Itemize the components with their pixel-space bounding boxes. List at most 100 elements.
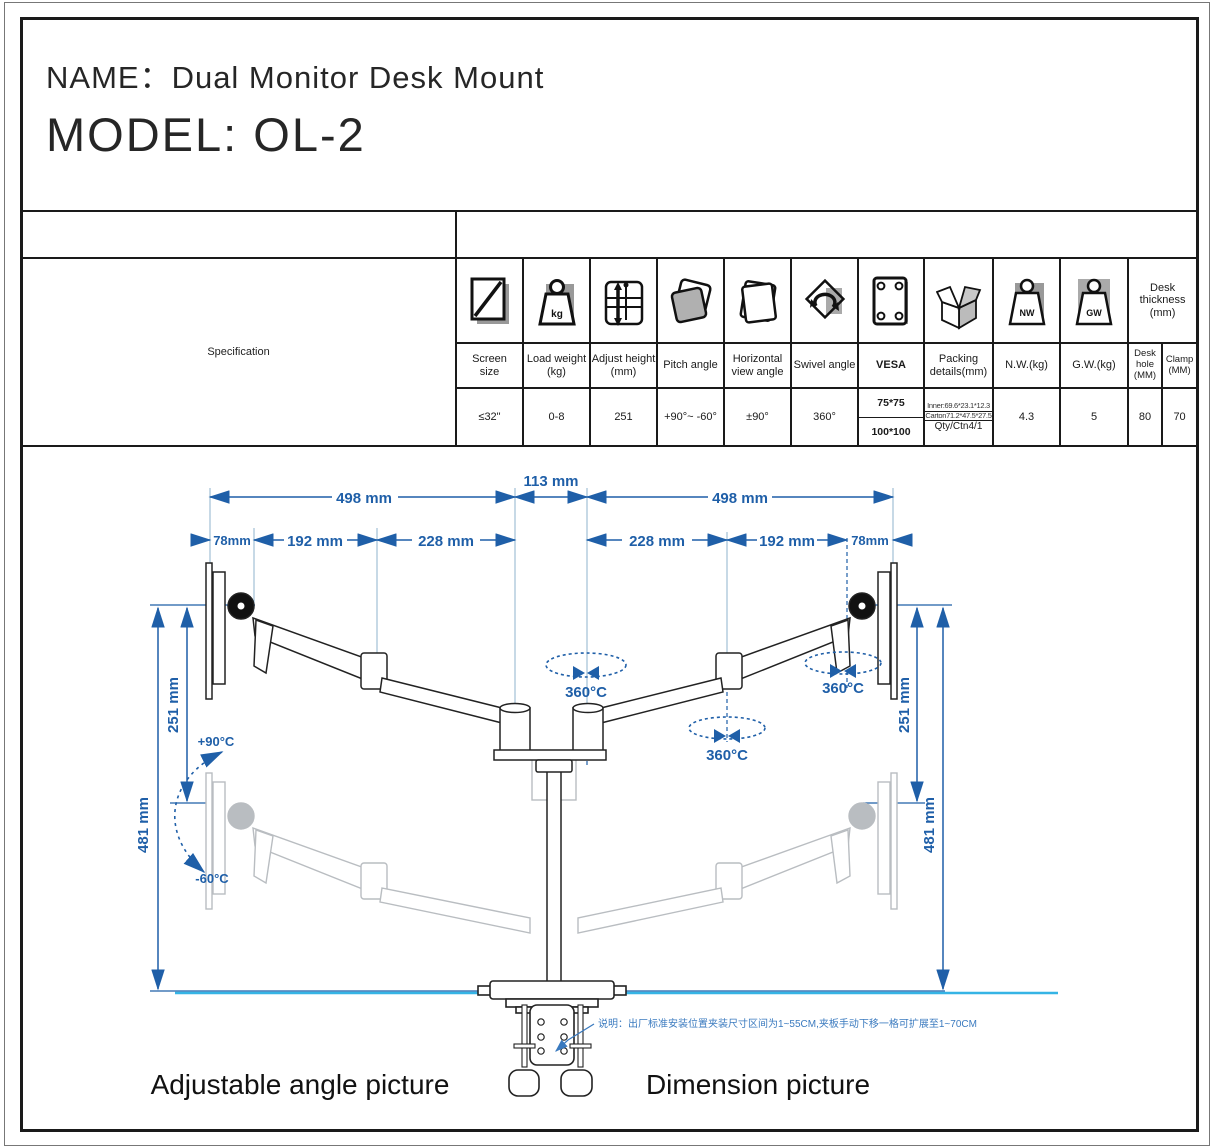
pitch-up-label: +90°C bbox=[198, 734, 235, 749]
dim-78-left-label: 78mm bbox=[213, 533, 251, 548]
specification-label: Specification bbox=[20, 256, 457, 448]
gross-weight-label: G.W.(kg) bbox=[1059, 342, 1129, 390]
dim-498-left-label: 498 mm bbox=[336, 490, 392, 507]
outer-border bbox=[4, 2, 1210, 1146]
empty-cell-right bbox=[454, 210, 1199, 259]
dimension-diagram: 498 mm 113 mm 498 mm 78mm 192 mm 228 mm … bbox=[135, 473, 1058, 1100]
packing-details-label: Packing details(mm) bbox=[923, 342, 994, 390]
dim-498-right-label: 498 mm bbox=[712, 490, 768, 507]
clamp-value: 70 bbox=[1160, 387, 1199, 448]
vesa-plate-icon bbox=[872, 276, 908, 326]
swivel-angle-label: Swivel angle bbox=[790, 342, 859, 390]
rotation-360-label-3: 360°C bbox=[822, 680, 864, 697]
dim-192-right-label: 192 mm bbox=[759, 533, 815, 550]
dim-251-left-label: 251 mm bbox=[165, 677, 182, 733]
packing-box-icon bbox=[935, 285, 981, 330]
pole-mount-right bbox=[572, 707, 604, 753]
desk-thickness-header: Desk thickness (mm) bbox=[1126, 256, 1199, 345]
adjust-height-value: 251 bbox=[589, 387, 658, 448]
caption-dimension: Dimension picture bbox=[646, 1069, 870, 1100]
title-block: NAME：Dual Monitor Desk Mount MODEL: OL-2 bbox=[46, 52, 544, 162]
icon-cell bbox=[656, 256, 725, 345]
dim-192-left-label: 192 mm bbox=[287, 533, 343, 550]
horizontal-view-label: Horizontal view angle bbox=[723, 342, 792, 390]
rotation-indicators bbox=[545, 651, 882, 743]
net-weight-label: N.W.(kg) bbox=[992, 342, 1061, 390]
packing-inner: Inner:69.6*23.1*12.3 bbox=[927, 400, 990, 410]
vesa-values: 75*75 100*100 bbox=[857, 387, 925, 448]
icon-cell bbox=[923, 256, 994, 345]
icon-cell bbox=[723, 256, 792, 345]
dim-78-right-label: 78mm bbox=[851, 533, 889, 548]
right-arm-lower bbox=[600, 677, 724, 724]
dim-verticals bbox=[151, 606, 950, 991]
clamp-label: Clamp (MM) bbox=[1160, 342, 1199, 390]
adjust-height-label: Adjust height (mm) bbox=[589, 342, 658, 390]
icon-cell: NW bbox=[992, 256, 1061, 345]
note-leader-line bbox=[555, 1023, 595, 1052]
right-arm-elbow bbox=[715, 652, 743, 690]
mount-plate bbox=[493, 749, 607, 761]
packing-carton: Carton71.2*47.5*27.5 bbox=[925, 410, 992, 420]
pitch-angle-icon bbox=[670, 278, 712, 323]
product-name: NAME：Dual Monitor Desk Mount bbox=[46, 60, 545, 95]
packing-qty: Qty/Ctn4/1 bbox=[926, 420, 991, 433]
left-monitor-panel bbox=[205, 562, 213, 700]
icon-cell bbox=[790, 256, 859, 345]
vesa-label: VESA bbox=[857, 342, 925, 390]
product-model: MODEL: OL-2 bbox=[46, 108, 366, 161]
clamp-knob-right bbox=[560, 1069, 593, 1097]
pole bbox=[546, 769, 562, 985]
load-weight-label: Load weight (kg) bbox=[522, 342, 591, 390]
rotation-360-label-2: 360°C bbox=[706, 747, 748, 764]
dim-228-right-label: 228 mm bbox=[629, 533, 685, 550]
right-pitch-handle bbox=[830, 618, 851, 675]
vesa-value-75: 75*75 bbox=[877, 397, 905, 409]
dim-251-right-label: 251 mm bbox=[896, 677, 913, 733]
gross-weight-icon: GW bbox=[1075, 278, 1113, 325]
left-arm-elbow bbox=[360, 652, 388, 690]
empty-cell-left bbox=[20, 210, 457, 259]
pitch-arc bbox=[173, 751, 224, 874]
clamp-note: 说明：出厂标准安装位置夹装尺寸区间为1~55CM,夹板手动下移一格可扩展至1~7… bbox=[598, 1017, 977, 1030]
swivel-angle-icon bbox=[804, 278, 845, 319]
svg-text:GW: GW bbox=[1086, 308, 1102, 318]
horizontal-view-value: ±90° bbox=[723, 387, 792, 448]
svg-text:kg: kg bbox=[551, 309, 563, 320]
desk-clamp-drawing bbox=[477, 980, 627, 1097]
rotation-360-label-1: 360°C bbox=[565, 684, 607, 701]
pitch-down-label: -60°C bbox=[195, 871, 229, 886]
pole-mount-left bbox=[499, 707, 531, 753]
swivel-angle-value: 360° bbox=[790, 387, 859, 448]
net-weight-icon: NW bbox=[1007, 278, 1046, 325]
dim-113-label: 113 mm bbox=[523, 473, 578, 490]
packing-values: Inner:69.6*23.1*12.3 Carton71.2*47.5*27.… bbox=[923, 387, 994, 448]
screen-size-value: ≤32" bbox=[455, 387, 524, 448]
screen-size-label: Screen size bbox=[455, 342, 524, 390]
adjust-height-icon bbox=[604, 280, 643, 326]
inner-border bbox=[20, 17, 1199, 1132]
screen-diagonal-icon bbox=[470, 277, 509, 324]
right-monitor-panel bbox=[890, 562, 898, 700]
clamp-screw-left bbox=[521, 1004, 528, 1068]
svg-text:NW: NW bbox=[1019, 308, 1034, 318]
witness-lines bbox=[209, 488, 894, 752]
caption-adjustable-angle: Adjustable angle picture bbox=[151, 1069, 450, 1100]
clamp-top-plate bbox=[489, 980, 615, 1000]
desk-hole-label: Desk hole (MM) bbox=[1127, 342, 1163, 390]
gross-weight-value: 5 bbox=[1059, 387, 1129, 448]
clamp-bracket bbox=[529, 1004, 575, 1066]
clamp-screw-right bbox=[577, 1004, 584, 1068]
dim-228-left-label: 228 mm bbox=[418, 533, 474, 550]
left-pitch-handle bbox=[253, 618, 274, 675]
icon-cell: kg bbox=[522, 256, 591, 345]
pitch-angle-value: +90°~ -60° bbox=[656, 387, 725, 448]
specification-table: Specification kg bbox=[20, 210, 1199, 448]
icon-cell: GW bbox=[1059, 256, 1129, 345]
right-monitor-bracket bbox=[877, 571, 891, 685]
desk-hole-value: 80 bbox=[1127, 387, 1163, 448]
left-monitor-bracket bbox=[212, 571, 226, 685]
dim-481-right-label: 481 mm bbox=[921, 797, 938, 853]
icon-cell bbox=[455, 256, 524, 345]
